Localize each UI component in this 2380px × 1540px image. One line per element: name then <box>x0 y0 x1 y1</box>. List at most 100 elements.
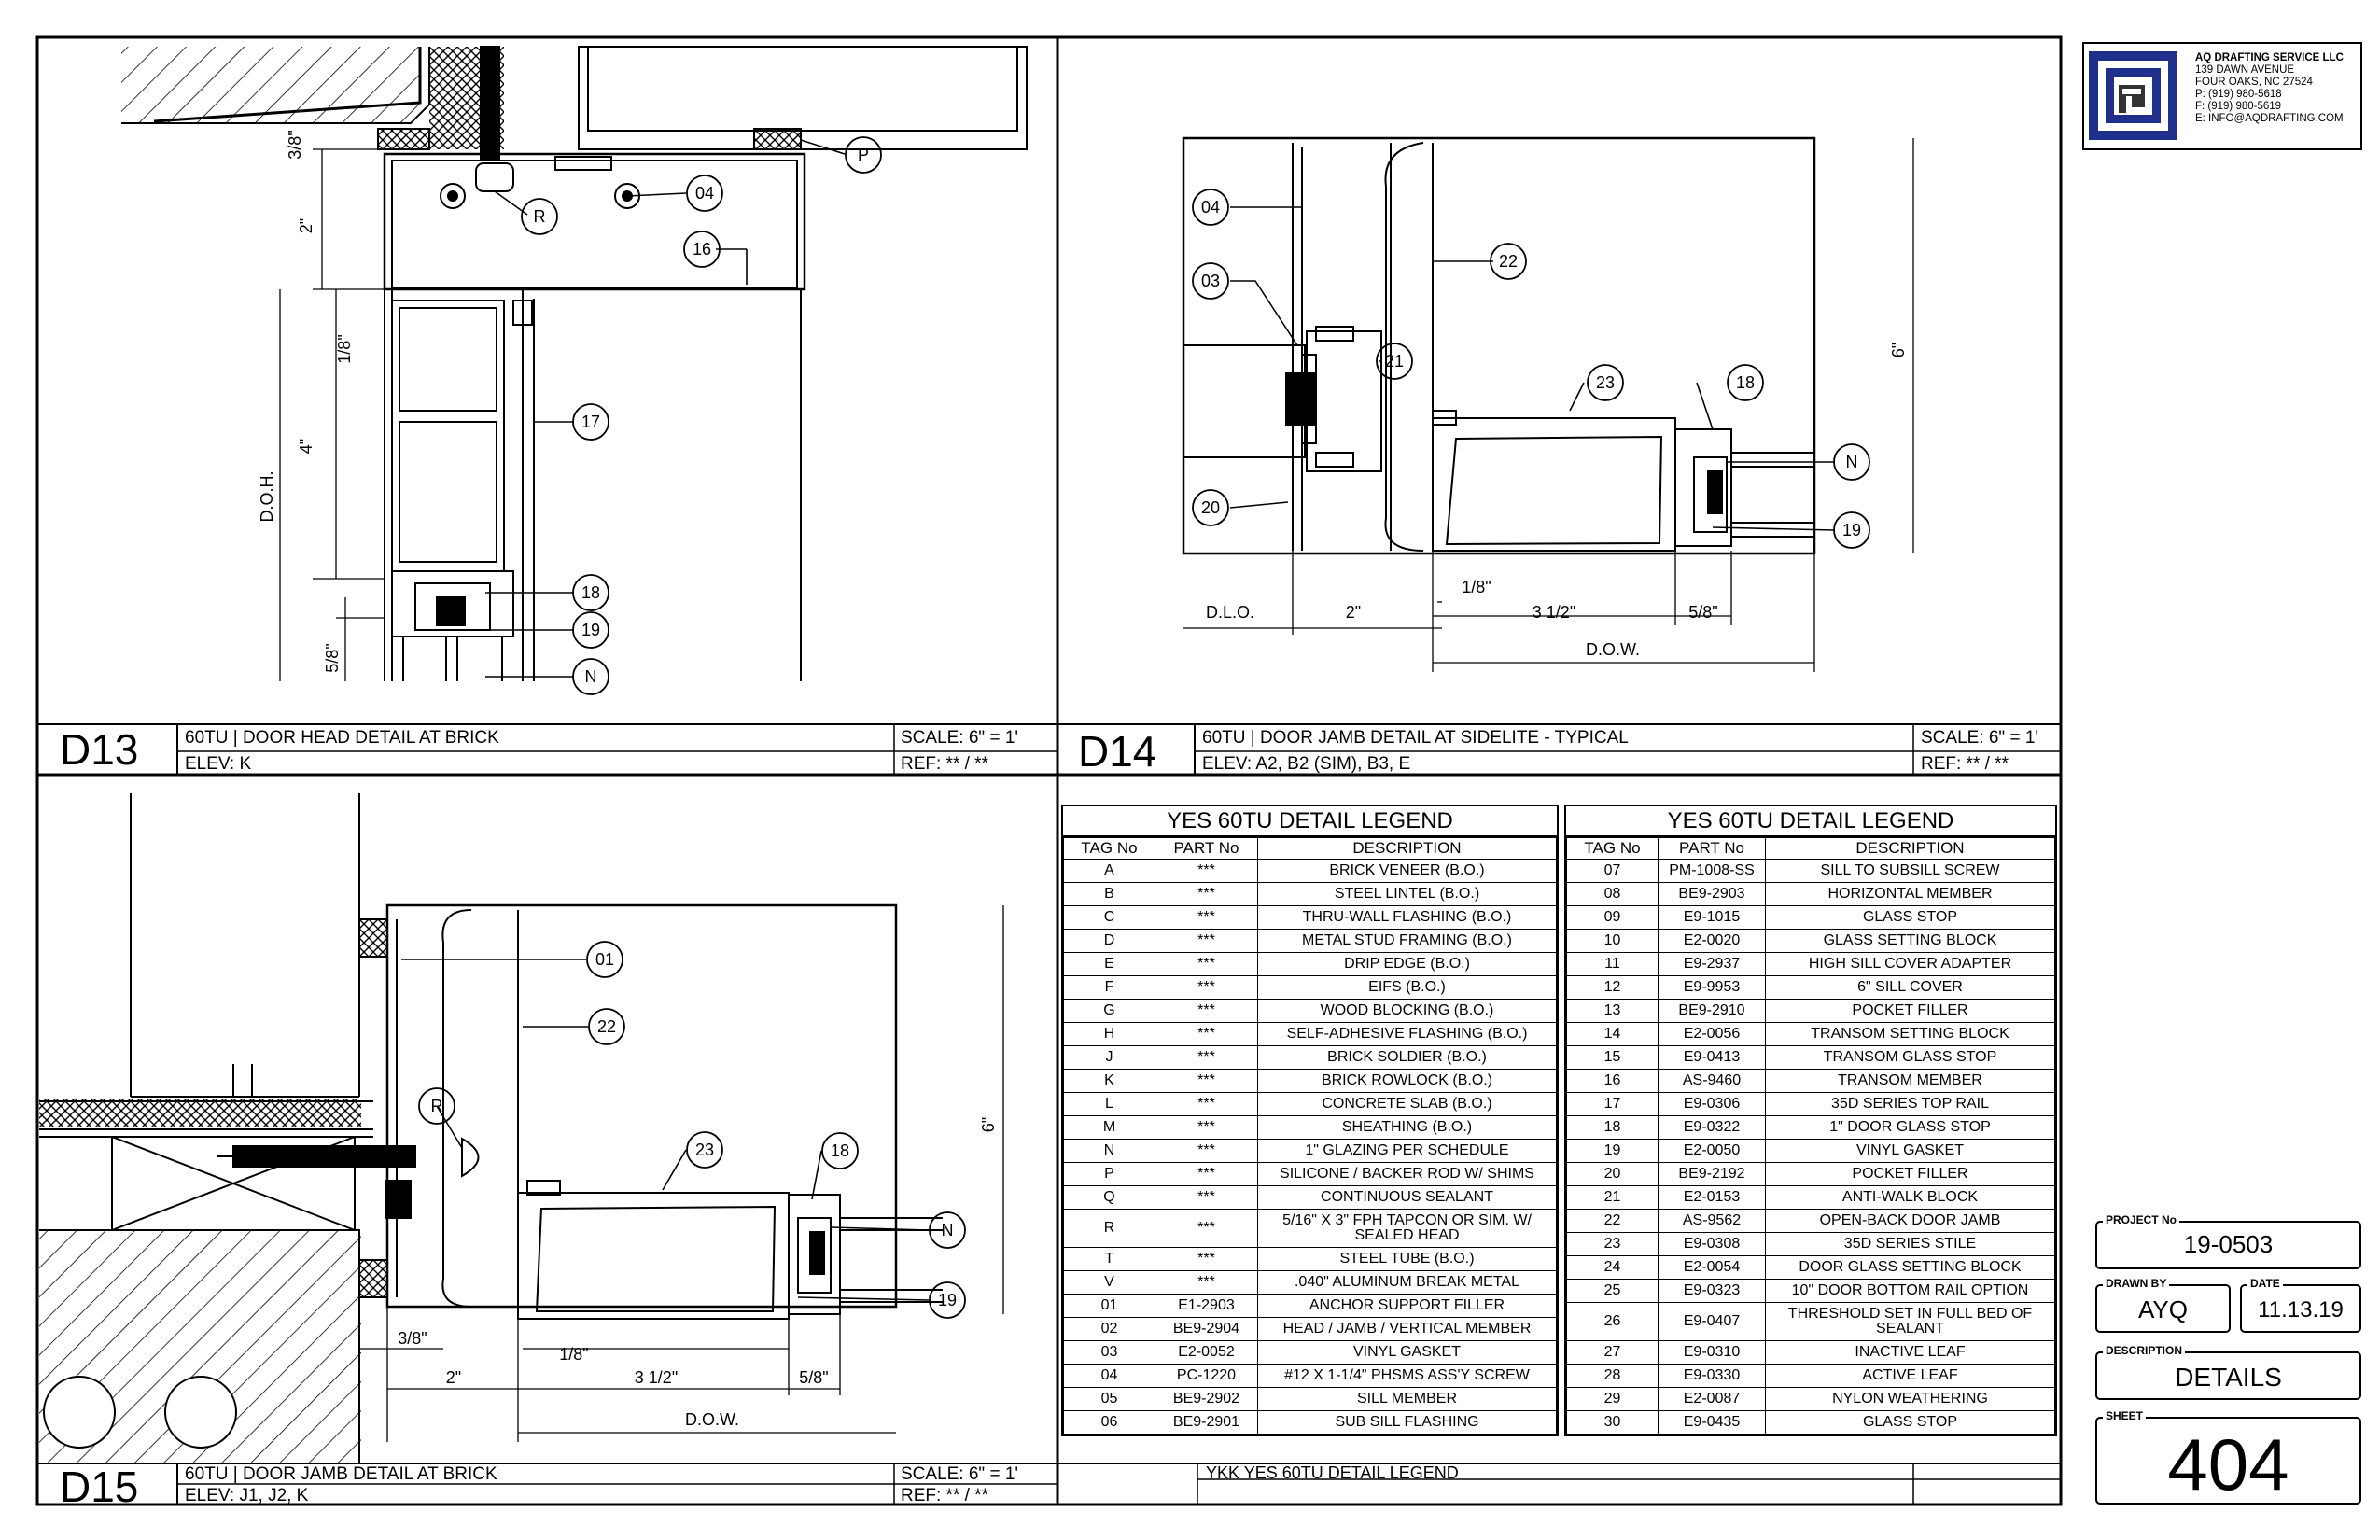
legend-row: J***BRICK SOLDIER (B.O.) <box>1063 1045 1557 1070</box>
legend-tag-cell: 13 <box>1566 999 1659 1023</box>
legend-desc-cell: THRU-WALL FLASHING (B.O.) <box>1257 905 1557 930</box>
d14-scale: SCALE: 6" = 1' <box>1921 728 2039 748</box>
legend-desc-cell: TRANSOM MEMBER <box>1765 1069 2055 1093</box>
legend-row: A***BRICK VENEER (B.O.) <box>1063 859 1557 883</box>
legend-left-title: YES 60TU DETAIL LEGEND <box>1063 806 1557 837</box>
d15-dim-38: 3/8" <box>398 1329 427 1348</box>
legend-desc-cell: DOOR GLASS SETTING BLOCK <box>1765 1255 2055 1280</box>
legend-tag-cell: 15 <box>1566 1045 1659 1070</box>
legend-desc-cell: SILICONE / BACKER ROD W/ SHIMS <box>1257 1162 1557 1186</box>
legend-desc-cell: 1" DOOR GLASS STOP <box>1765 1115 2055 1140</box>
d14-tag-04: 04 <box>1201 198 1220 217</box>
company-name: AQ DRAFTING SERVICE LLC <box>2195 52 2344 63</box>
d14-tag-23: 23 <box>1596 373 1615 392</box>
legend-tag-cell: 28 <box>1566 1364 1659 1388</box>
legend-tag-cell: 26 <box>1566 1302 1659 1341</box>
d15-tag-01: 01 <box>595 950 614 969</box>
legend-desc-cell: HEAD / JAMB / VERTICAL MEMBER <box>1257 1317 1557 1341</box>
drawn-by-label: DRAWN BY <box>2103 1277 2170 1290</box>
legend-row: T***STEEL TUBE (B.O.) <box>1063 1247 1557 1271</box>
legend-desc-cell: OPEN-BACK DOOR JAMB <box>1765 1209 2055 1233</box>
legend-desc-cell: 35D SERIES TOP RAIL <box>1765 1092 2055 1116</box>
legend-row: Q***CONTINUOUS SEALANT <box>1063 1185 1557 1210</box>
d15-tag-23: 23 <box>695 1141 714 1159</box>
legend-part-cell: E9-0407 <box>1658 1302 1766 1341</box>
legend-part-cell: E2-0056 <box>1658 1022 1766 1046</box>
legend-part-cell: E2-0087 <box>1658 1387 1766 1411</box>
legend-part-cell: BE9-2904 <box>1155 1317 1258 1341</box>
d15-number: D15 <box>60 1463 139 1511</box>
d14-dim-312: 3 1/2" <box>1533 603 1575 622</box>
legend-tag-cell: D <box>1063 929 1155 953</box>
legend-tag-cell: 09 <box>1566 905 1659 930</box>
legend-desc-cell: ACTIVE LEAF <box>1765 1364 2055 1388</box>
d13-doh: D.O.H. <box>258 470 276 522</box>
legend-part-cell: *** <box>1155 1162 1258 1186</box>
col-tag: TAG No <box>1566 837 1659 860</box>
d14-tag-03: 03 <box>1201 272 1220 290</box>
legend-tag-cell: 03 <box>1063 1340 1155 1365</box>
title-block-frame <box>2082 42 2362 150</box>
legend-tag-cell: E <box>1063 952 1155 976</box>
legend-desc-cell: 6" SILL COVER <box>1765 975 2055 1000</box>
legend-tag-cell: 11 <box>1566 952 1659 976</box>
sheet-box: SHEET 404 <box>2095 1409 2361 1505</box>
legend-part-cell: *** <box>1155 1045 1258 1070</box>
d15-scale: SCALE: 6" = 1' <box>901 1464 1019 1484</box>
legend-desc-cell: POCKET FILLER <box>1765 999 2055 1023</box>
legend-tag-cell: C <box>1063 905 1155 930</box>
company-logo <box>2089 51 2177 140</box>
legend-desc-cell: NYLON WEATHERING <box>1765 1387 2055 1411</box>
sheet-frame <box>35 35 2063 1506</box>
legend-tag-cell: 06 <box>1063 1410 1155 1435</box>
legend-part-cell: BE9-2903 <box>1658 882 1766 906</box>
legend-tag-cell: 24 <box>1566 1255 1659 1280</box>
legend-part-cell: *** <box>1155 1069 1258 1093</box>
legend-desc-cell: #12 X 1-1/4" PHSMS ASS'Y SCREW <box>1257 1364 1557 1388</box>
d13-labels: P R 04 16 17 18 19 N 3/8" 2" 1/8" 4" 5/8… <box>258 130 869 686</box>
legend-row: N***1" GLAZING PER SCHEDULE <box>1063 1139 1557 1163</box>
legend-desc-cell: .040" ALUMINUM BREAK METAL <box>1257 1270 1557 1295</box>
legend-part-cell: E9-1015 <box>1658 905 1766 930</box>
legend-desc-cell: 5/16" X 3" FPH TAPCON OR SIM. W/ SEALED … <box>1257 1209 1557 1248</box>
d14-tag-21: 21 <box>1385 352 1404 371</box>
d13-dim-2: 2" <box>297 218 315 233</box>
legend-tag-cell: 10 <box>1566 929 1659 953</box>
col-part: PART No <box>1658 837 1766 860</box>
d13-tag-19: 19 <box>581 621 600 639</box>
legend-row: D***METAL STUD FRAMING (B.O.) <box>1063 929 1557 953</box>
col-tag: TAG No <box>1063 837 1155 860</box>
d15-elev: ELEV: J1, J2, K <box>185 1486 309 1505</box>
d13-dim-18: 1/8" <box>335 334 354 363</box>
legend-part-cell: *** <box>1155 905 1258 930</box>
legend-desc-cell: SUB SILL FLASHING <box>1257 1410 1557 1435</box>
legend-part-cell: E9-0330 <box>1658 1364 1766 1388</box>
legend-part-cell: E9-0306 <box>1658 1092 1766 1116</box>
d13-scale: SCALE: 6" = 1' <box>901 728 1019 748</box>
legend-right-header: TAG No PART No DESCRIPTION <box>1566 837 2055 860</box>
legend-tag-cell: M <box>1063 1115 1155 1140</box>
legend-part-cell: *** <box>1155 1092 1258 1116</box>
legend-desc-cell: BRICK SOLDIER (B.O.) <box>1257 1045 1557 1070</box>
legend-desc-cell: BRICK ROWLOCK (B.O.) <box>1257 1069 1557 1093</box>
legend-part-cell: *** <box>1155 1270 1258 1295</box>
legend-desc-cell: TRANSOM SETTING BLOCK <box>1765 1022 2055 1046</box>
